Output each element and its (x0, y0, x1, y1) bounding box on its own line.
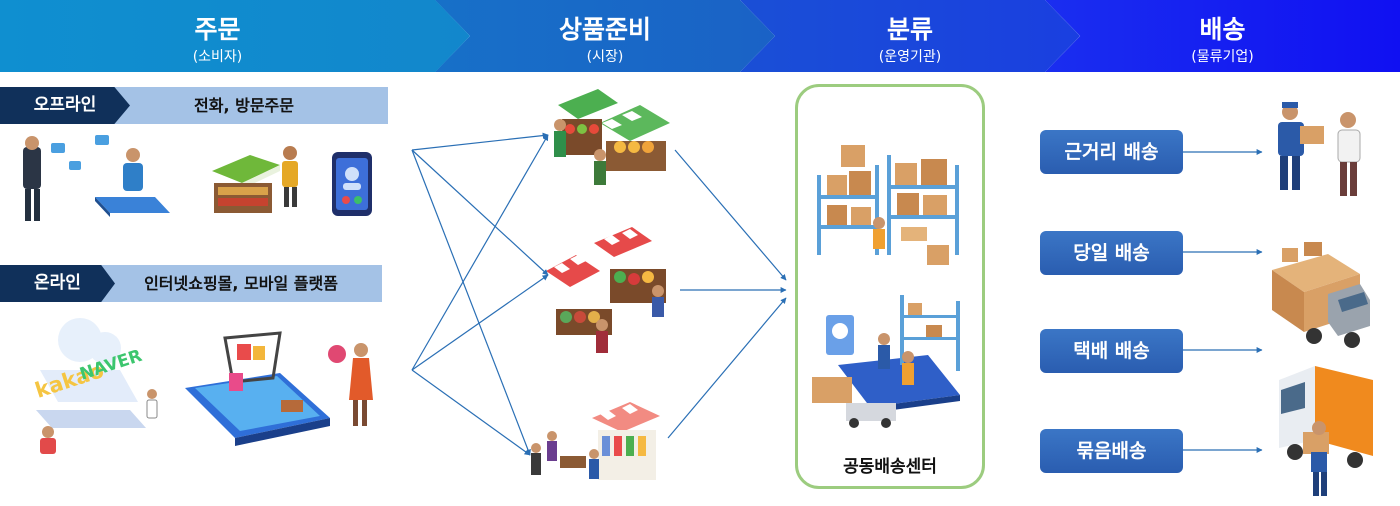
stage-title: 주문 (194, 15, 241, 44)
online-desc: 인터넷쇼핑몰, 모바일 플랫폼 (100, 265, 382, 302)
joint-delivery-center-label: 공동배송센터 (843, 457, 937, 477)
market-stall-icon (531, 402, 660, 480)
van-courier-icon (1279, 366, 1373, 496)
warehouse-shelves-icon (817, 145, 959, 265)
smartphone-call-icon (332, 152, 372, 216)
stage-title: 배송 (1199, 15, 1246, 44)
online-label: 온라인 (0, 265, 115, 302)
stage-order: 주문 (소비자) (0, 0, 470, 72)
delivery-truck-icon (1272, 242, 1370, 348)
stage-title: 분류 (886, 15, 933, 44)
delivery-bundled: 묶음배송 (1040, 429, 1183, 473)
warehouse-tablet-icon (812, 295, 960, 428)
delivery-same-day: 당일 배송 (1040, 231, 1183, 275)
stage-subtitle: (소비자) (192, 49, 243, 65)
stage-subtitle: (물류기업) (1191, 49, 1254, 65)
stage-prepare: 상품준비 (시장) (435, 0, 775, 72)
phone-person-icon (23, 135, 170, 221)
delivery-short-distance: 근거리 배송 (1040, 130, 1183, 174)
market-stall-icon (212, 146, 298, 213)
kakao-naver-icon: kakao NAVER (32, 318, 158, 454)
courier-handover-icon (1278, 102, 1361, 196)
shopping-cart-phone-icon (185, 331, 373, 446)
stage-subtitle: (시장) (586, 49, 624, 65)
market-stall-icon (546, 227, 666, 353)
market-stall-icon (554, 89, 670, 185)
offline-label: 오프라인 (0, 87, 130, 124)
stage-sort: 분류 (운영기관) (740, 0, 1080, 72)
stage-delivery: 배송 (물류기업) (1045, 0, 1400, 72)
delivery-parcel: 택배 배송 (1040, 329, 1183, 373)
stage-title: 상품준비 (558, 15, 651, 44)
offline-desc: 전화, 방문주문 (100, 87, 388, 124)
stage-subtitle: (운영기관) (878, 49, 942, 65)
